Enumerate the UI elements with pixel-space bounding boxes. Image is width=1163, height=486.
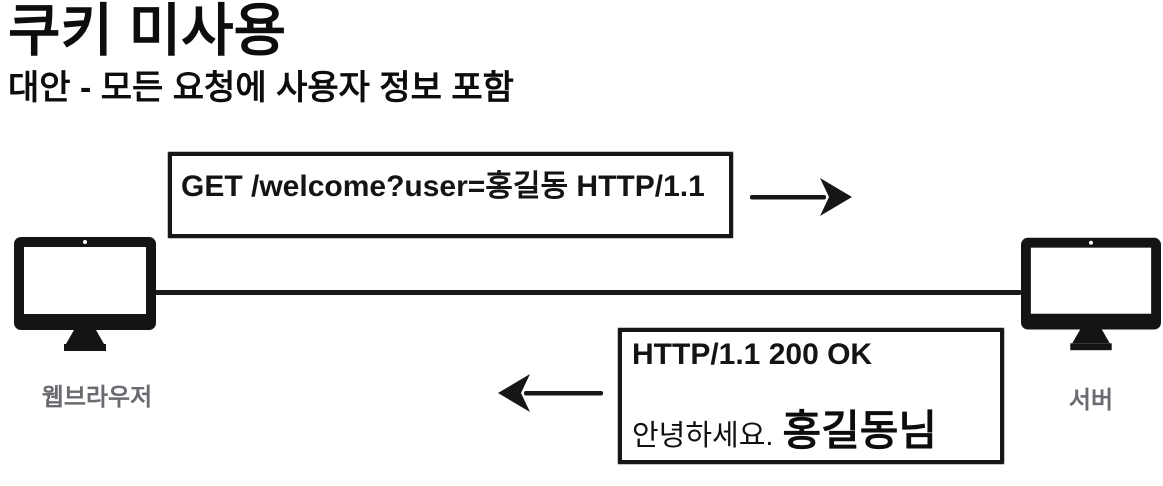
request-line: GET /welcome?user=홍길동 HTTP/1.1 [181,170,705,203]
server-label: 서버 [1068,387,1114,414]
connection-line [152,290,1022,295]
monitor-icon [1021,237,1161,351]
page-title: 쿠키 미사용 [8,0,287,63]
page-subtitle: 대안 - 모든 요청에 사용자 정보 포함 [8,69,514,107]
response-greeting: 안녕하세요. [632,420,774,452]
client-label: 웹브라우저 [41,384,153,411]
request-message-box: GET /welcome?user=홍길동 HTTP/1.1 [168,152,733,238]
monitor-icon [14,237,156,351]
response-body: 안녕하세요.홍길동님 [632,410,990,452]
response-message-box: HTTP/1.1 200 OK 안녕하세요.홍길동님 [618,328,1004,464]
right-arrow-icon [750,178,852,216]
left-arrow-icon [498,374,603,412]
response-status-line: HTTP/1.1 200 OK [632,338,873,371]
response-username: 홍길동님 [782,407,938,454]
